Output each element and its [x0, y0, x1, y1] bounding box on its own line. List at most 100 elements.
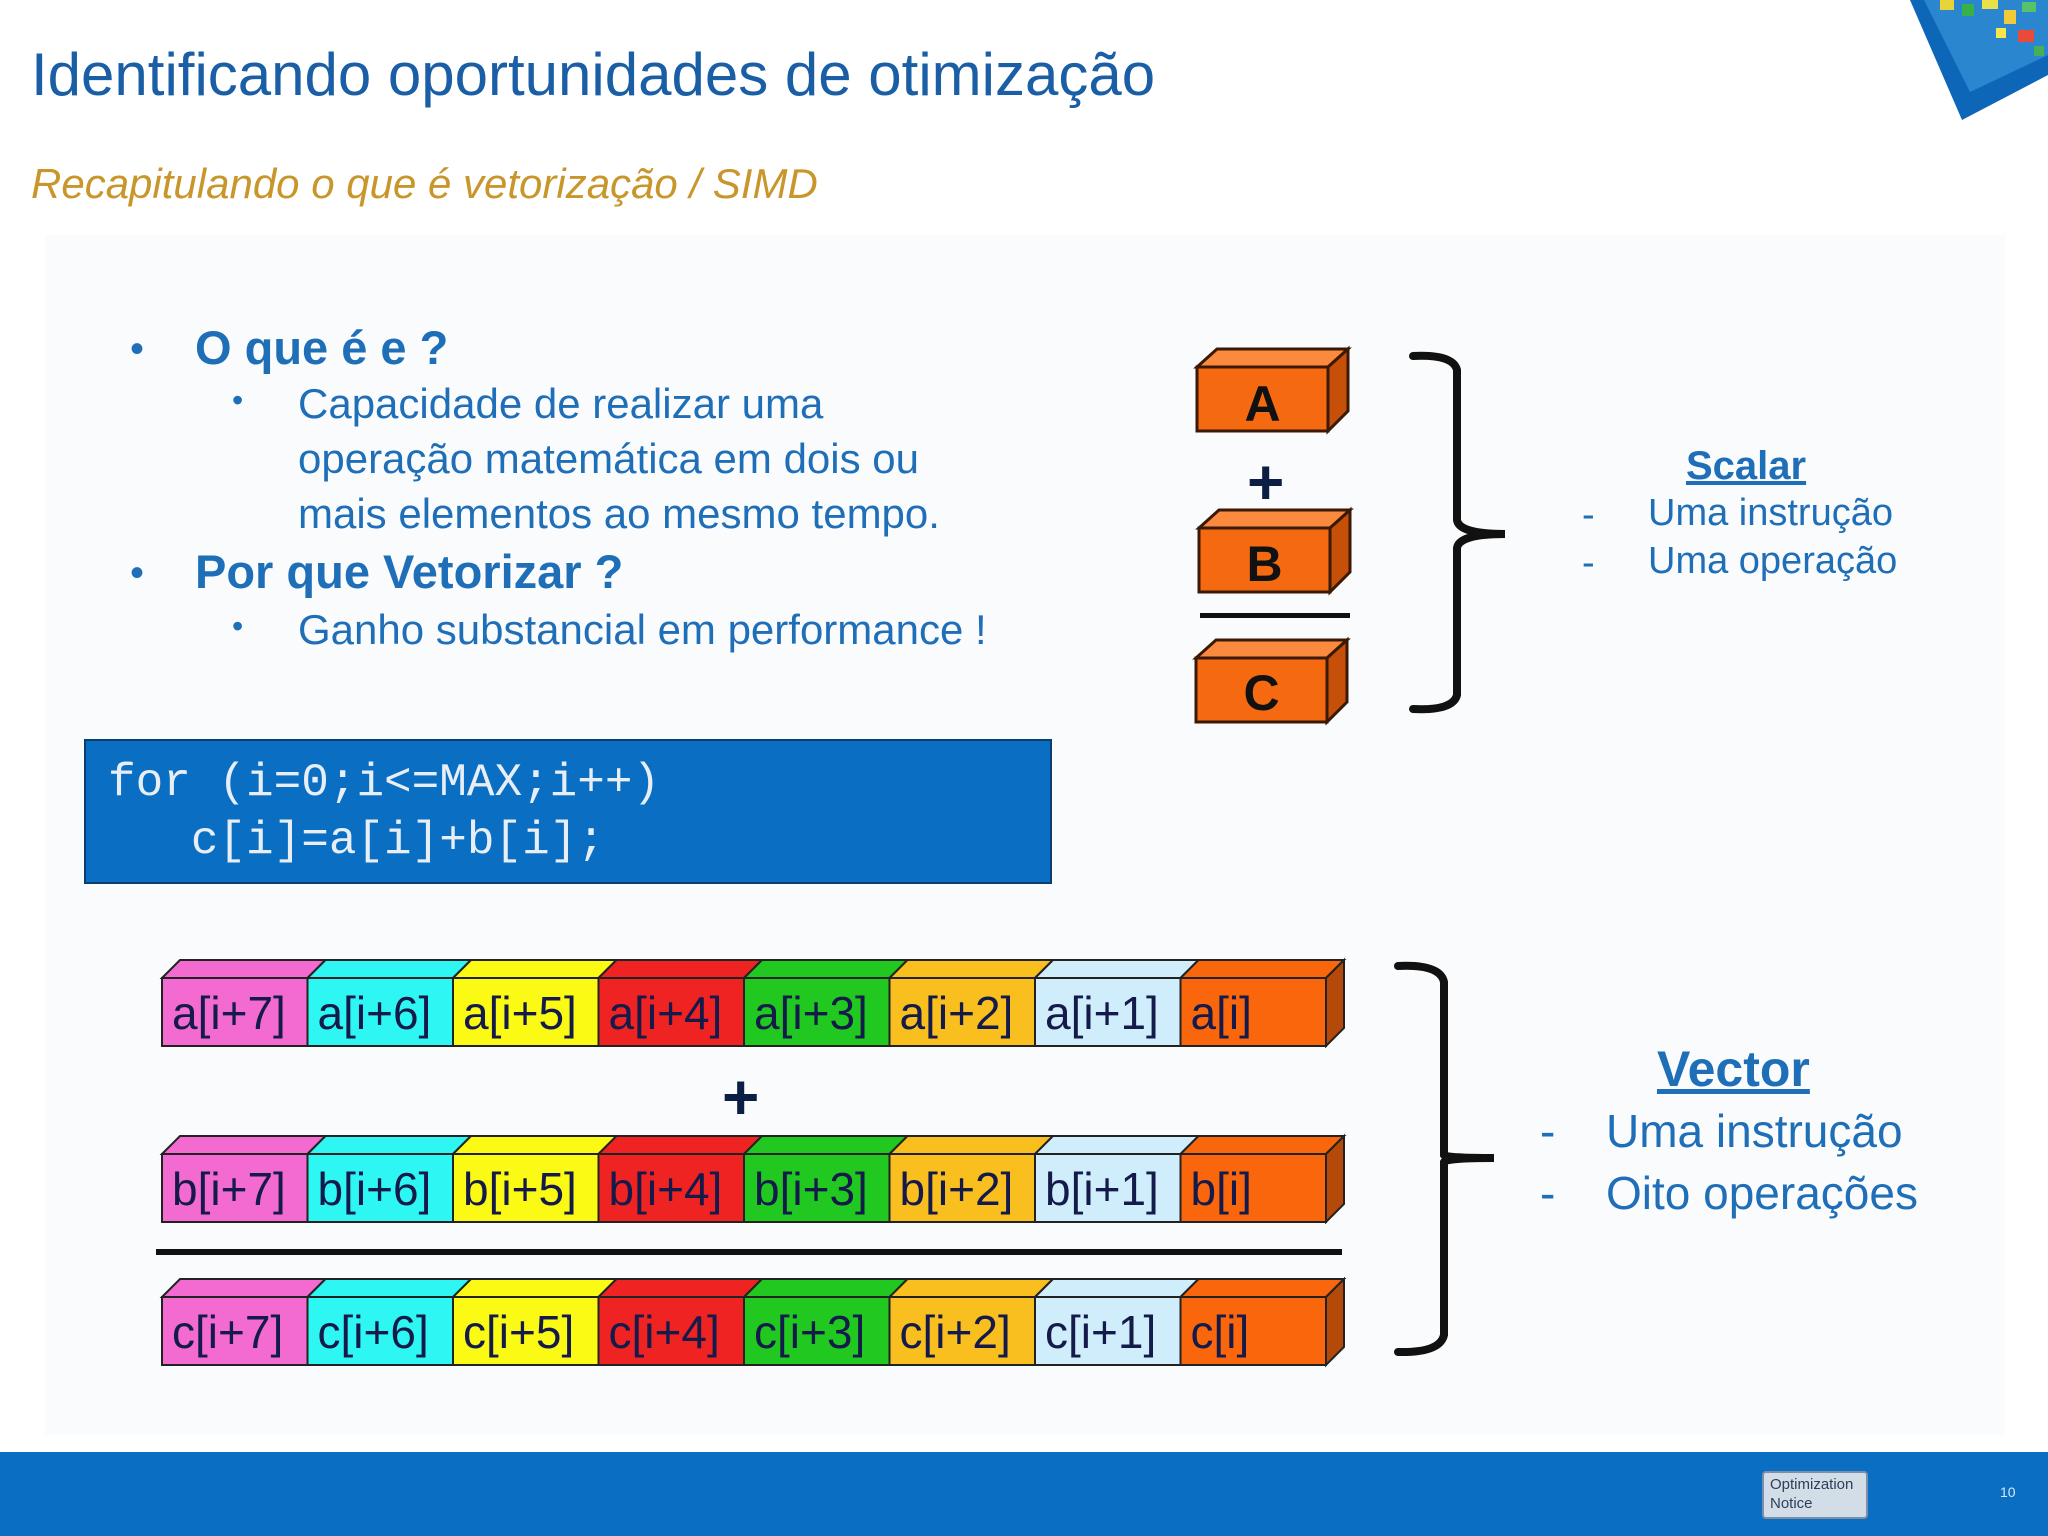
optimization-notice-button[interactable]: Optimization Notice	[1762, 1471, 1868, 1519]
vector-cell-top	[453, 1279, 617, 1297]
scalar-operand-b: B	[1199, 535, 1330, 593]
vector-cell: a[i+2]	[890, 960, 1054, 1046]
vector-cell: a[i+4]	[599, 960, 763, 1046]
code-box: for (i=0;i<=MAX;i++) c[i]=a[i]+b[i];	[84, 739, 1052, 884]
vector-cell: c[i]	[1181, 1279, 1345, 1365]
vector-cell-top	[1035, 1136, 1199, 1154]
vector-cell-top	[599, 1279, 763, 1297]
vector-cell-label: c[i+1]	[1045, 1306, 1156, 1358]
scalar-dash: -	[1582, 494, 1595, 537]
vector-cell-label: b[i+5]	[463, 1163, 577, 1215]
vector-cell-label: c[i+3]	[754, 1306, 865, 1358]
vector-cell-top	[744, 1279, 908, 1297]
vector-cell-top	[744, 1136, 908, 1154]
vector-cell-label: c[i+7]	[172, 1306, 283, 1358]
vector-cell: a[i+7]	[162, 960, 326, 1046]
bullet-dot-icon: •	[232, 608, 243, 645]
vector-heading: Vector	[1657, 1040, 1810, 1098]
bullet-detail: operação matemática em dois ou	[298, 432, 919, 486]
vector-cell: a[i+1]	[1035, 960, 1199, 1046]
bullet-detail: mais elementos ao mesmo tempo.	[298, 487, 940, 541]
slide-subtitle: Recapitulando o que é vetorização / SIMD	[31, 160, 818, 208]
scalar-brace-icon	[1405, 350, 1515, 715]
vector-cell-label: c[i+4]	[609, 1306, 720, 1358]
vector-cell-label: b[i+2]	[900, 1163, 1014, 1215]
notice-line: Notice	[1770, 1494, 1860, 1513]
notice-line: Optimization	[1770, 1475, 1860, 1494]
vector-cell: c[i+5]	[453, 1279, 617, 1365]
vector-cell-label: a[i+1]	[1045, 987, 1159, 1039]
vector-rows: a[i+7] a[i+6] a[i+5] a[i+4]a[i+3] a[i+2] a[i+…	[150, 950, 1350, 1380]
vector-dash: -	[1540, 1166, 1555, 1220]
vector-cell: b[i+5]	[453, 1136, 617, 1222]
scalar-heading: Scalar	[1686, 444, 1806, 489]
vector-cell: c[i+1]	[1035, 1279, 1199, 1365]
vector-cell-label: c[i+5]	[463, 1306, 574, 1358]
vector-item: Uma instrução	[1606, 1104, 1903, 1158]
vector-cell-label: a[i+3]	[754, 987, 868, 1039]
vector-cell-label: b[i+1]	[1045, 1163, 1159, 1215]
vector-cell-top	[1181, 1279, 1345, 1297]
scalar-result-line	[1200, 613, 1350, 618]
vector-item: Oito operações	[1606, 1166, 1918, 1220]
vector-cell-label: b[i+3]	[754, 1163, 868, 1215]
vector-cell-label: c[i+6]	[318, 1306, 429, 1358]
vector-cell-top	[453, 960, 617, 978]
vector-cell-label: b[i]	[1191, 1163, 1252, 1215]
vector-cell: a[i+6]	[308, 960, 472, 1046]
vector-cell-top	[162, 1136, 326, 1154]
vector-cell: b[i]	[1181, 1136, 1345, 1222]
vector-cell-label: b[i+7]	[172, 1163, 286, 1215]
vector-cell-label: c[i+2]	[900, 1306, 1011, 1358]
vector-plus-sign: +	[722, 1060, 759, 1134]
bullet-detail: Ganho substancial em performance !	[298, 603, 987, 657]
vector-cell-label: b[i+4]	[609, 1163, 723, 1215]
scalar-operand-a: A	[1197, 375, 1328, 433]
vector-result-line	[156, 1249, 1342, 1255]
corner-logo-icon	[1900, 0, 2048, 120]
vector-cell-top	[1181, 960, 1345, 978]
vector-cell-top	[308, 1136, 472, 1154]
vector-cell: c[i+3]	[744, 1279, 908, 1365]
vector-cell-label: b[i+6]	[318, 1163, 432, 1215]
vector-cell: a[i+3]	[744, 960, 908, 1046]
scalar-dash: -	[1582, 542, 1595, 585]
vector-cell: a[i]	[1181, 960, 1345, 1046]
vector-cell: c[i+2]	[890, 1279, 1054, 1365]
code-line: c[i]=a[i]+b[i];	[108, 815, 605, 867]
vector-cell-top	[599, 960, 763, 978]
vector-cell-top	[162, 960, 326, 978]
vector-cell-top	[1035, 960, 1199, 978]
bullet-dot-icon: •	[130, 551, 144, 596]
bullet-heading: Por que Vetorizar ?	[195, 544, 623, 599]
vector-cell: b[i+2]	[890, 1136, 1054, 1222]
vector-cell-top	[1035, 1279, 1199, 1297]
vector-cell-top	[744, 960, 908, 978]
vector-cell: b[i+3]	[744, 1136, 908, 1222]
vector-cell-label: a[i+7]	[172, 987, 286, 1039]
vector-cell-top	[162, 1279, 326, 1297]
vector-cell-top	[599, 1136, 763, 1154]
vector-cell-label: a[i+5]	[463, 987, 577, 1039]
scalar-item: Uma operação	[1648, 540, 1897, 583]
vector-cell: a[i+5]	[453, 960, 617, 1046]
vector-cell-label: a[i]	[1191, 987, 1252, 1039]
vector-cell: b[i+7]	[162, 1136, 326, 1222]
vector-cell: b[i+1]	[1035, 1136, 1199, 1222]
scalar-item: Uma instrução	[1648, 492, 1893, 535]
vector-cell-top	[890, 960, 1054, 978]
bullet-heading: O que é e ?	[195, 320, 448, 375]
vector-cell-label: a[i+6]	[318, 987, 432, 1039]
vector-cell-top	[890, 1279, 1054, 1297]
vector-cell-top	[890, 1136, 1054, 1154]
vector-cell-label: a[i+2]	[900, 987, 1014, 1039]
vector-cell-top	[1181, 1136, 1345, 1154]
vector-cell-top	[453, 1136, 617, 1154]
bullet-dot-icon: •	[130, 327, 144, 372]
bullet-detail: Capacidade de realizar uma	[298, 377, 823, 431]
slide-title: Identificando oportunidades de otimizaçã…	[31, 40, 1155, 109]
scalar-operand-c: C	[1196, 664, 1327, 722]
vector-cell-top	[308, 960, 472, 978]
bullet-dot-icon: •	[232, 382, 243, 419]
